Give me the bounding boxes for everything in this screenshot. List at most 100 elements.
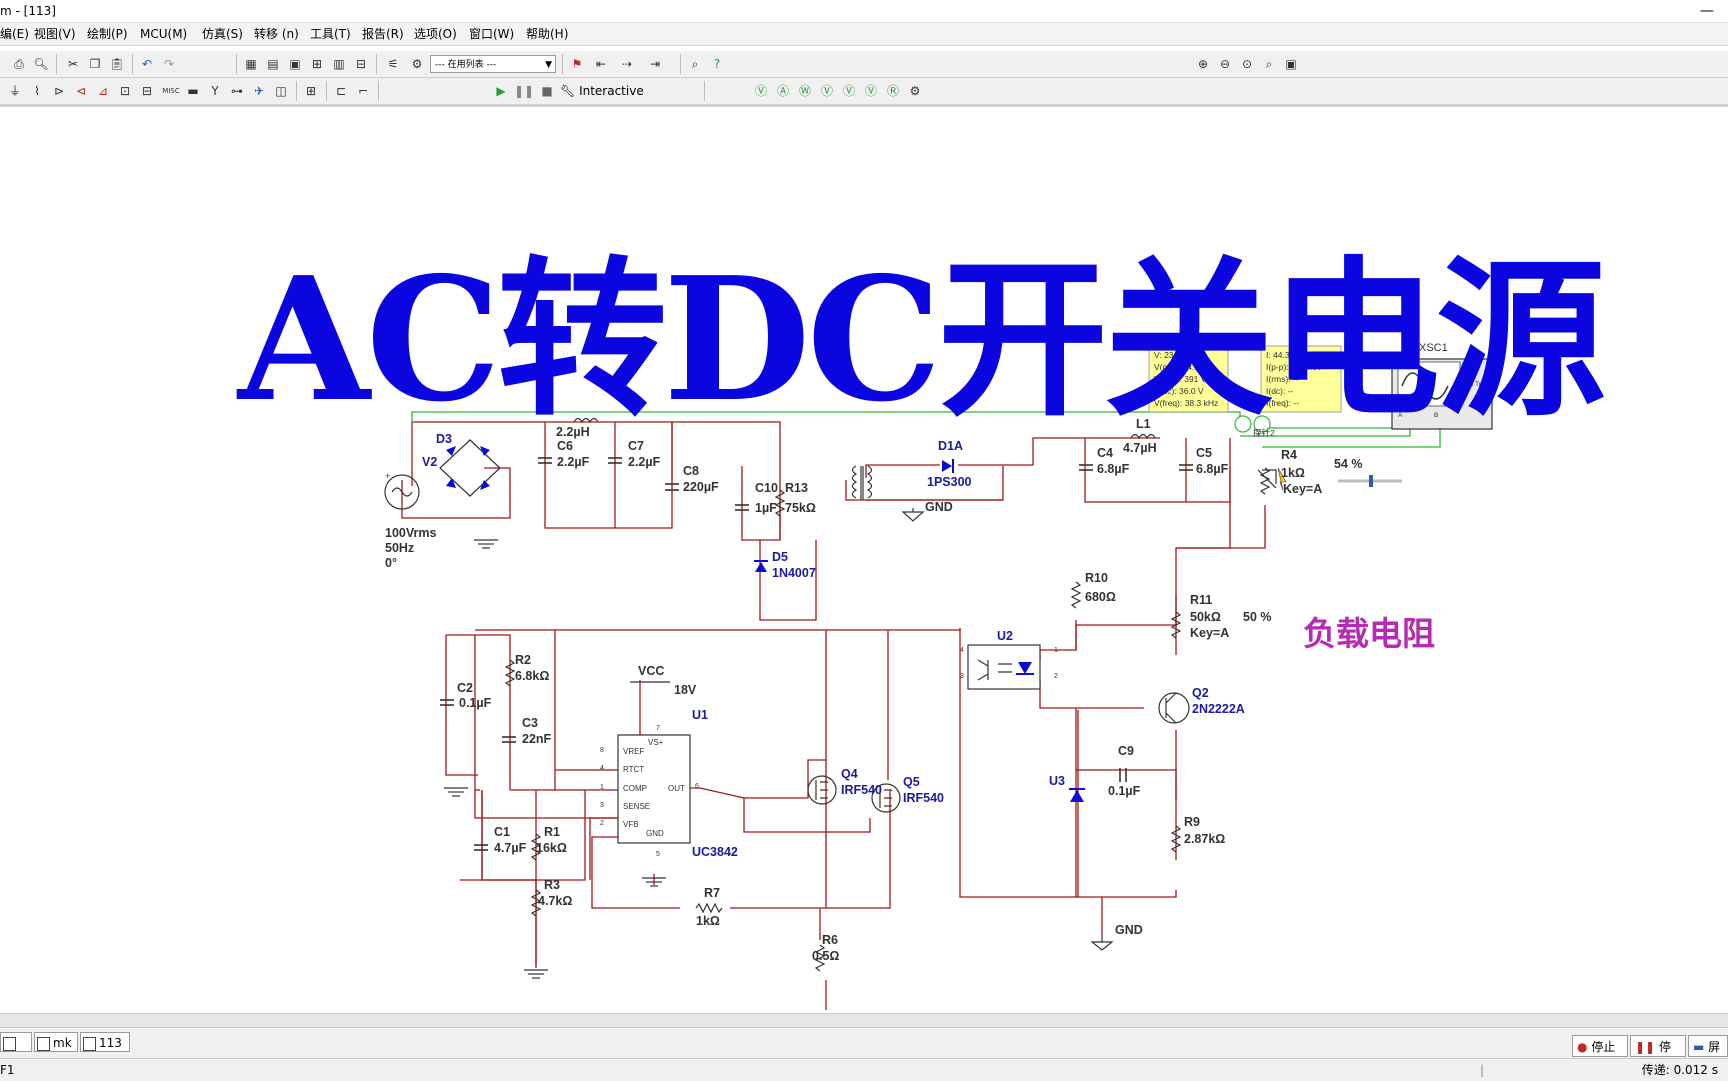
help-icon[interactable]: ? [713,57,721,71]
spreadsheet-icon[interactable]: ▤ [267,57,279,71]
label-r9-value: 2.87kΩ [1184,832,1225,846]
current-probe-icon[interactable]: Ⓐ [776,84,789,98]
zoom-area-icon[interactable]: ⊙ [1241,57,1253,71]
chevron-down-icon: ▼ [545,60,552,70]
zoom-sheet-icon[interactable]: ⌕ [1265,57,1273,71]
redo-icon[interactable]: ↷ [163,57,175,71]
probe-v-icon [1234,415,1252,433]
label-source-phase: 0° [385,556,397,570]
zoom-in-icon[interactable]: ⊕ [1197,57,1209,71]
schematic-canvas[interactable]: + [0,107,1728,1013]
ttl-icon[interactable]: ⊡ [119,84,131,98]
menu-options[interactable]: 选项(O) [414,27,457,41]
label-r4-key: Key=A [1283,482,1322,496]
back-annotate-icon[interactable]: ⇤ [595,57,607,71]
digital-probe-icon[interactable]: Ⓡ [886,84,899,98]
voltage-current-probe-icon[interactable]: Ⓥ [842,84,855,98]
tab-mk[interactable]: mk [34,1032,78,1052]
diode-component-icon[interactable]: ⊳ [53,84,65,98]
svg-text:3: 3 [960,673,964,680]
rf-icon[interactable]: Y [211,84,219,98]
undo-icon[interactable]: ↶ [141,57,153,71]
database-icon[interactable]: ▣ [289,57,301,71]
menu-reports[interactable]: 报告(R) [362,27,404,41]
label-r7: R7 [704,886,720,900]
print-preview-icon[interactable]: 🔍︎ [33,57,49,71]
basic-component-icon[interactable]: ⌇ [34,84,40,98]
label-u1: U1 [692,708,708,722]
menu-mcu[interactable]: MCU(M) [140,27,188,41]
voltage-probe-icon[interactable]: Ⓥ [754,84,767,98]
label-source-frequency: 50Hz [385,541,414,555]
screen-button[interactable]: ▬ 屏幕 [1688,1035,1728,1076]
advanced-peripherals-icon[interactable]: ✈ [253,84,265,98]
zoom-out-icon[interactable]: ⊖ [1219,57,1231,71]
print-icon[interactable]: ⎙ [14,57,24,71]
tab-11[interactable]: 11 [0,1032,32,1070]
analog-icon[interactable]: ⊿ [97,84,109,98]
menu-view[interactable]: 视图(V) [34,27,76,41]
place-wire-icon[interactable]: ⌐ [357,84,369,98]
copy-icon[interactable]: ❐ [89,57,101,71]
misc-digital-icon[interactable]: MISC [162,87,180,95]
hierarchy-icon[interactable]: ⊟ [355,57,367,71]
full-screen-icon[interactable]: ▣ [1285,57,1297,71]
stop-simulation-icon[interactable]: ■ [541,84,553,98]
ac-source-symbol [384,474,420,510]
in-use-list-dropdown[interactable]: --- 在用列表 --- ▼ [430,55,556,73]
probe-settings-gear-icon[interactable]: ⚙ [909,84,921,98]
differential-probe-icon[interactable]: Ⓥ [820,84,833,98]
interactive-mode-button[interactable]: 🔧︎ Interactive [560,81,644,101]
forward-annotate-icon[interactable]: ⇢ [621,57,633,71]
reference-probe-icon[interactable]: Ⓥ [864,84,877,98]
label-q5-value: IRF540 [903,791,944,805]
design-toolbox-icon[interactable]: ▦ [245,57,257,71]
horizontal-scrollbar[interactable] [0,1013,1728,1028]
hierarchical-block-icon[interactable]: ⊞ [305,84,317,98]
menu-transfer[interactable]: 转移 (n) [254,27,299,41]
svg-text:2: 2 [600,820,604,827]
label-c9-value: 0.1µF [1108,784,1141,798]
power-source-icon[interactable]: ⏚ [8,84,21,98]
in-use-icon[interactable]: ⚙ [411,57,423,71]
tab-113[interactable]: 113 [80,1032,130,1052]
erc-icon[interactable]: ⚑ [571,57,583,71]
transformer [851,465,873,500]
menu-window[interactable]: 窗口(W) [469,27,515,41]
cmos-icon[interactable]: ⊟ [141,84,153,98]
indicator-icon[interactable]: ▬ [187,84,199,98]
label-c6: C6 [557,439,573,453]
place-bus-icon[interactable]: ⊏ [335,84,347,98]
run-simulation-icon[interactable]: ▶ [496,84,506,98]
label-source-voltage: 100Vrms [385,526,436,540]
electromechanical-icon[interactable]: ⊶ [231,84,243,98]
minimize-button[interactable]: — [1700,3,1714,19]
tab-label: mk [53,1036,72,1050]
stop-simulation-button[interactable]: ● 停止 [1572,1035,1628,1057]
find-icon[interactable]: ⌕ [691,57,699,71]
menu-place[interactable]: 绘制(P) [87,27,128,41]
label-r1-value: 16kΩ [536,841,567,855]
label-d1a: D1A [938,439,963,453]
paste-icon[interactable]: 📋︎ [109,57,125,71]
label-r10-value: 680Ω [1085,590,1116,604]
postprocessor-icon[interactable]: ▥ [333,57,345,71]
pause-simulation-icon[interactable]: ❚❚ [514,84,535,98]
grapher-icon[interactable]: ⊞ [311,57,323,71]
menu-edit[interactable]: 编(E) [0,27,29,41]
transistor-icon[interactable]: ⊲ [75,84,87,98]
r4-slider-thumb[interactable] [1369,475,1373,487]
label-c7: C7 [628,439,644,453]
menu-simulate[interactable]: 仿真(S) [202,27,243,41]
power-probe-icon[interactable]: Ⓦ [798,84,811,98]
transfer-icon[interactable]: ⇥ [649,57,661,71]
cut-icon[interactable]: ✂ [67,57,79,71]
status-bar: F1 | 传递: 0.012 s [0,1058,1728,1081]
component-wizard-icon[interactable]: ⚟ [387,57,399,71]
pause-button[interactable]: ❚❚ 停止 [1630,1035,1686,1076]
status-left: F1 [0,1063,15,1077]
menu-help[interactable]: 帮助(H) [526,27,569,41]
optocoupler-u2 [967,644,1041,690]
menu-tools[interactable]: 工具(T) [310,27,351,41]
mcu-component-icon[interactable]: ◫ [275,84,287,98]
